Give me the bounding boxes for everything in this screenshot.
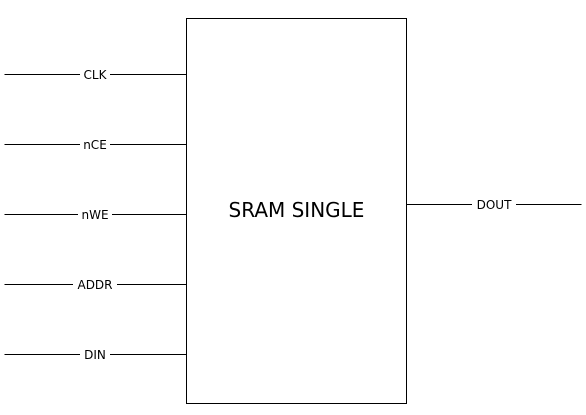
signal-label: nWE [81, 208, 108, 222]
signal-label: ADDR [77, 278, 112, 292]
input-signal-nwe: nWE [4, 206, 187, 222]
label-background [80, 66, 110, 82]
signal-label: DOUT [477, 198, 512, 212]
label-background [472, 196, 516, 212]
input-signal-addr: ADDR [4, 276, 187, 292]
signal-label: DIN [84, 348, 106, 362]
label-background [73, 276, 117, 292]
input-signal-din: DIN [4, 346, 187, 362]
input-signal-nce: nCE [4, 136, 187, 152]
sram-block: SRAM SINGLE [186, 18, 407, 404]
input-signal-clk: CLK [4, 66, 187, 82]
sram-block-rect [186, 18, 407, 404]
label-background [80, 136, 110, 152]
label-background [80, 346, 110, 362]
signal-label: nCE [83, 138, 107, 152]
signal-label: CLK [84, 68, 108, 82]
output-signal-dout: DOUT [406, 196, 582, 212]
input-signals: CLK nCE nWE ADDR DIN [4, 66, 187, 362]
block-title: SRAM SINGLE [229, 198, 365, 222]
output-signals: DOUT [406, 196, 582, 212]
label-background [78, 206, 112, 222]
